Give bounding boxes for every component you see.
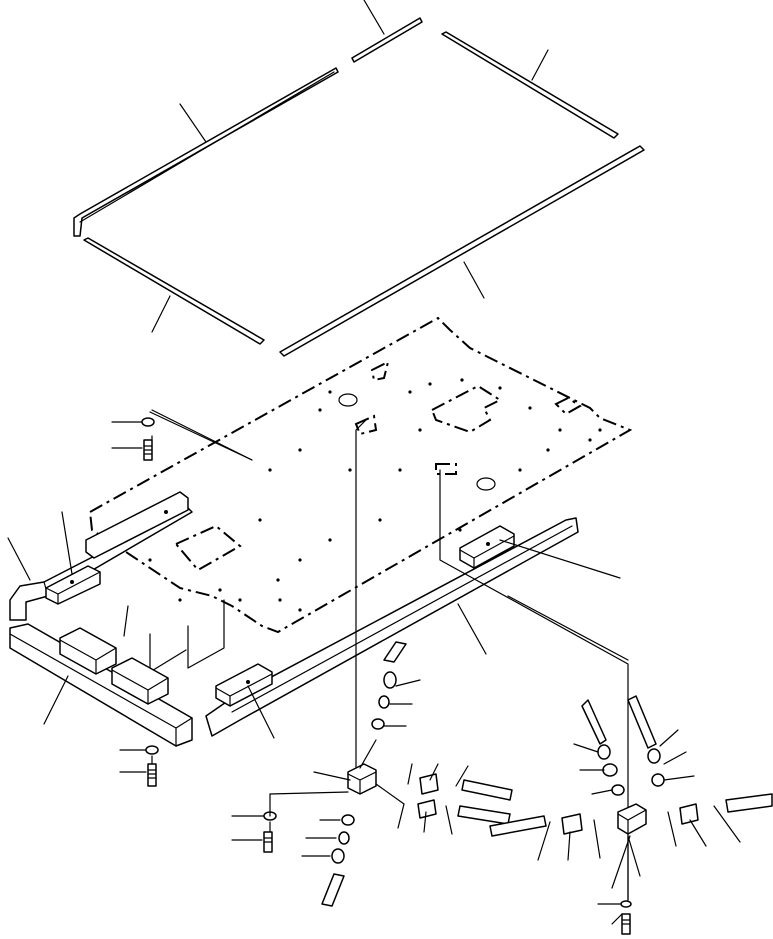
- hose-fitting-right-b: [627, 695, 695, 787]
- bolt-washer-upper-left: [111, 417, 155, 461]
- front-pad-a: [59, 627, 117, 675]
- center-block-left: [269, 449, 377, 817]
- leader-lines-strips: [151, 0, 549, 333]
- seal-strip-top-left: [73, 67, 339, 237]
- connectors-right-row: [489, 793, 773, 889]
- hose-fitting-right-a: [573, 699, 625, 796]
- seal-strip-top-right: [441, 31, 619, 139]
- seal-strip-bottom-left: [83, 237, 265, 345]
- hose-fitting-upper-left: [371, 641, 421, 730]
- seal-strip-long-right: [279, 145, 645, 357]
- front-beam: [9, 623, 193, 747]
- left-rail-bracket: [85, 491, 189, 559]
- bolt-washer-bottom-center: [231, 811, 277, 853]
- bolt-washer-lower-left: [119, 745, 159, 787]
- connectors-left-row: [397, 763, 513, 835]
- seal-strip-top-middle: [351, 17, 423, 63]
- floor-plate: [88, 316, 633, 673]
- center-block-right: [439, 469, 647, 901]
- hose-fitting-lower-left: [301, 783, 405, 907]
- right-pad-front: [215, 663, 273, 707]
- front-pad-b: [111, 657, 169, 705]
- leader-lines-rails: [7, 511, 623, 925]
- left-pad-a: [45, 565, 101, 605]
- left-side-rail: [9, 505, 193, 621]
- right-side-rail: [205, 517, 579, 737]
- bolt-washer-bottom-right: [597, 900, 632, 935]
- right-pad-rear: [459, 525, 515, 569]
- connector-leaders: [151, 409, 629, 901]
